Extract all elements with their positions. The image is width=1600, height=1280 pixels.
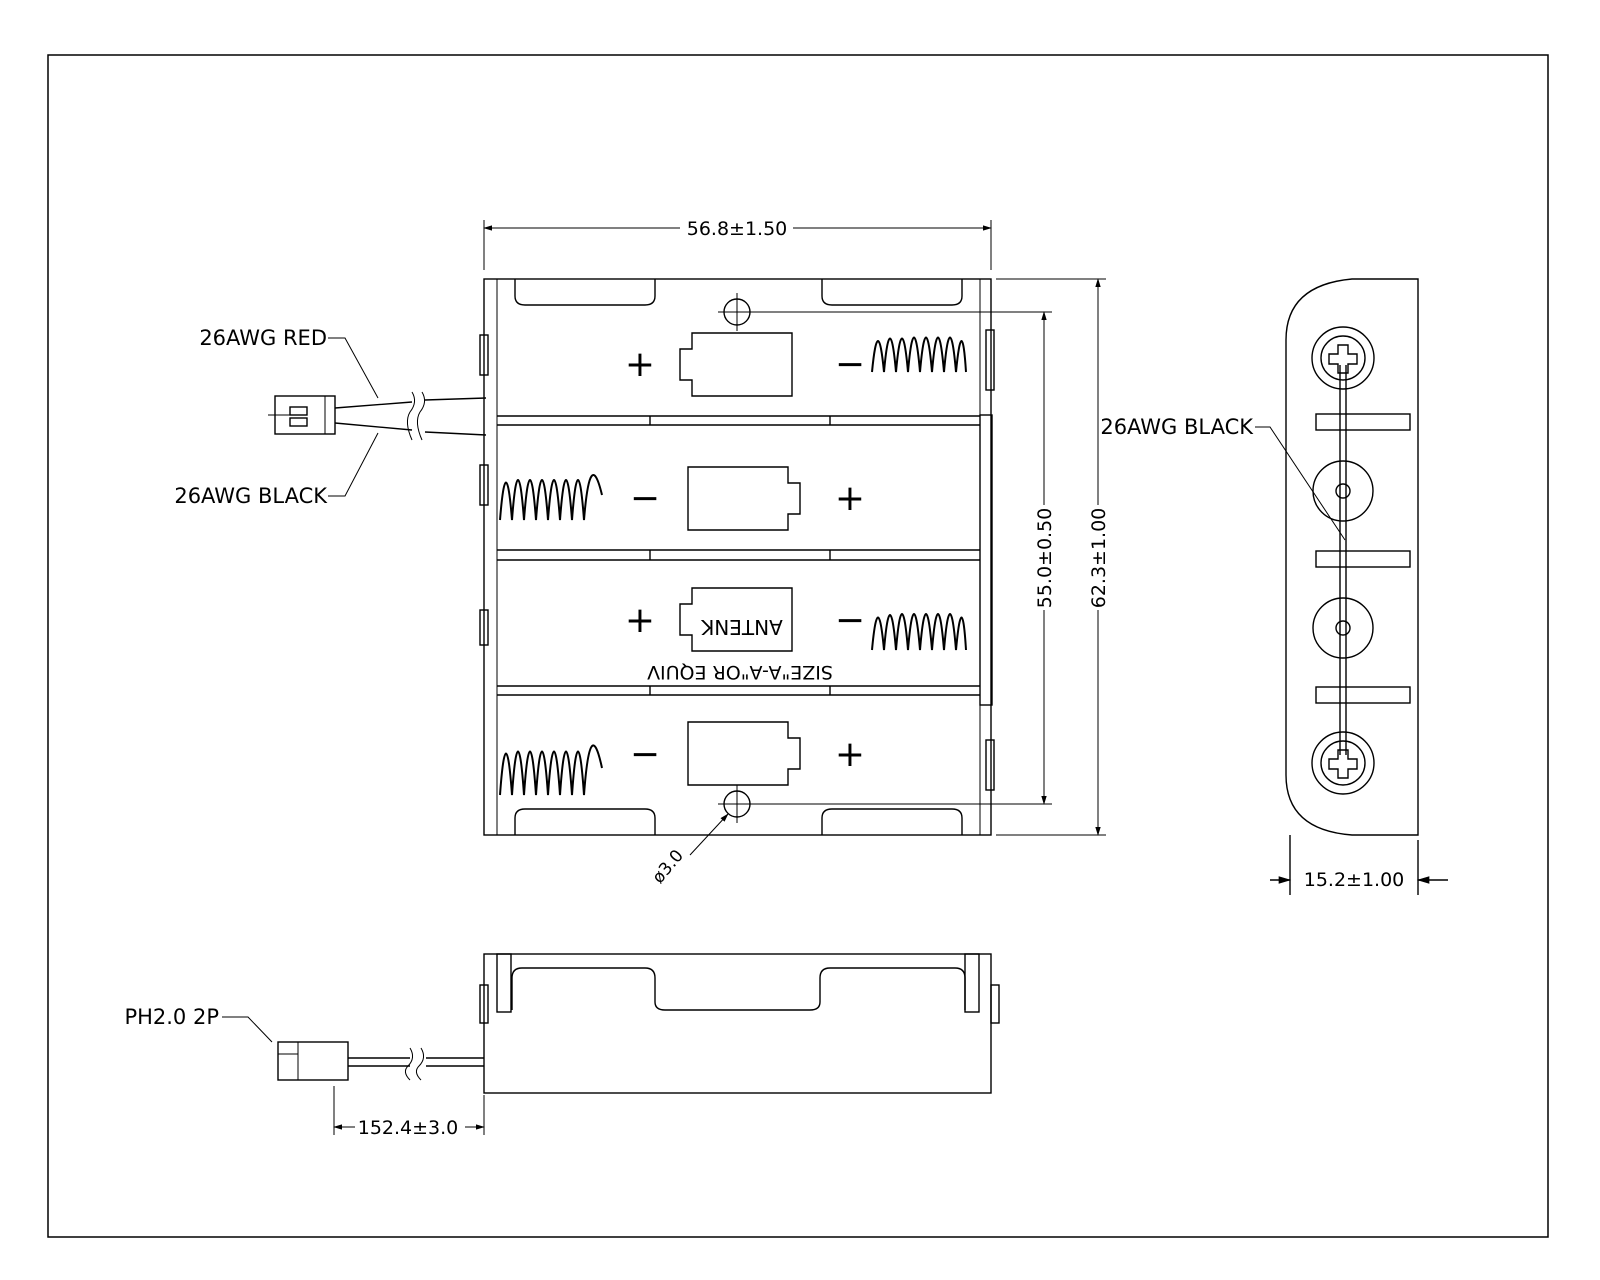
wire-leaders (222, 337, 1346, 1043)
drawing-border (47, 54, 1549, 1238)
spring-1 (871, 336, 967, 373)
side-view (1270, 278, 1448, 895)
label-wire-black-side: 26AWG BLACK (1100, 415, 1254, 439)
dim-side-depth: 15.2±1.00 (1304, 869, 1405, 891)
front-view (277, 953, 1000, 1135)
dim-inner-height: 55.0±0.50 (1034, 508, 1056, 609)
plus-sign-4: + (835, 734, 865, 775)
label-connector: PH2.0 2P (124, 1005, 219, 1029)
plus-sign-2: + (835, 478, 865, 519)
minus-sign-1: − (835, 344, 865, 385)
minus-sign-4: − (630, 734, 660, 775)
spring-2 (499, 474, 603, 521)
dim-top-width: 56.8±1.50 (687, 218, 788, 240)
minus-sign-3: − (835, 600, 865, 641)
plus-sign-3: + (625, 600, 655, 641)
cell-symbols: + − − + + − − + ANTENK SIZE"A-A"OR EQUIV (625, 344, 865, 775)
battery-icon-1 (679, 332, 793, 397)
wire-red (334, 397, 487, 409)
battery-icon-2 (687, 466, 801, 531)
plus-sign-1: + (625, 344, 655, 385)
dim-wire-length: 152.4±3.0 (358, 1117, 459, 1139)
label-wire-black: 26AWG BLACK (174, 484, 328, 508)
top-view (268, 278, 995, 836)
battery-icon-3 (679, 587, 793, 652)
side-outline (1285, 278, 1419, 836)
front-outline (483, 953, 992, 1094)
brand-mark: ANTENK (700, 615, 782, 639)
connector-side-view (277, 1041, 349, 1081)
top-dimensions (483, 220, 1106, 856)
label-wire-red: 26AWG RED (199, 326, 327, 350)
spring-3 (871, 613, 967, 651)
minus-sign-2: − (630, 478, 660, 519)
dim-outer-height: 62.3±1.00 (1088, 508, 1110, 609)
battery-icon-4 (687, 721, 801, 786)
size-marking: SIZE"A-A"OR EQUIV (647, 661, 833, 683)
spring-4 (499, 744, 603, 796)
wire-black (334, 422, 487, 436)
dim-hole-diameter: ø3.0 (648, 846, 687, 888)
holder-outline (483, 278, 992, 836)
